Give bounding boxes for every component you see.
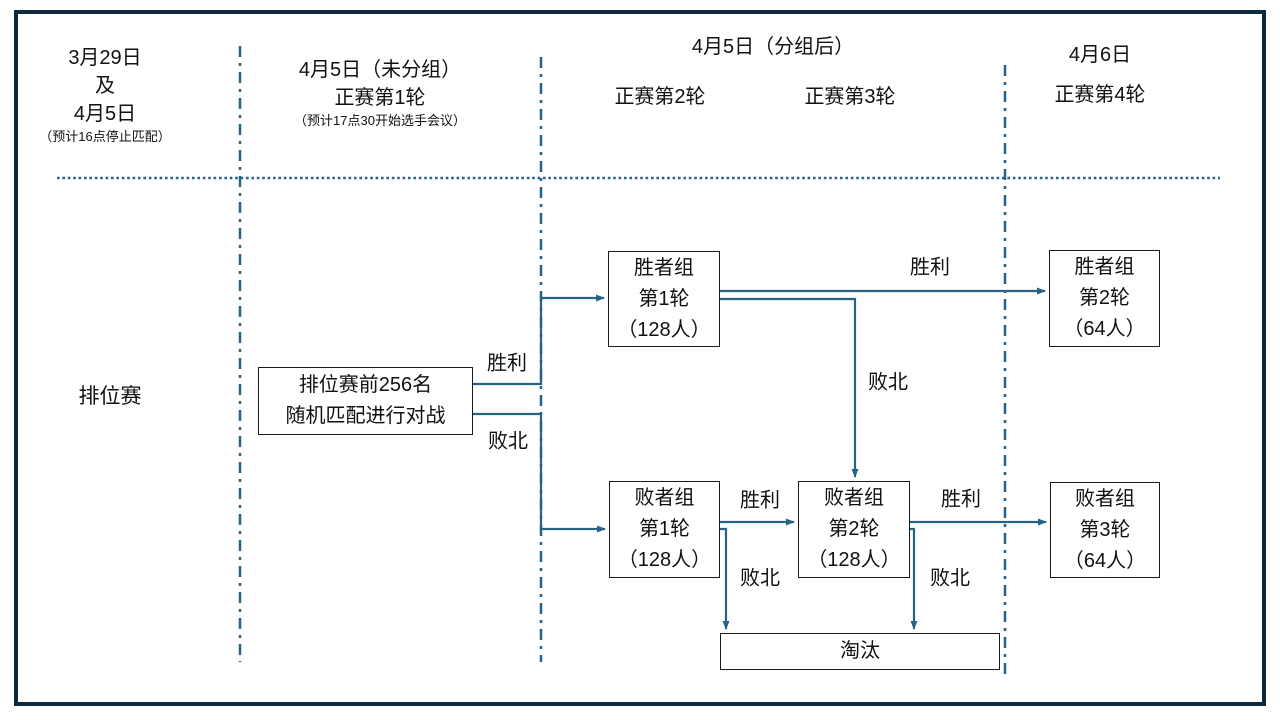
edge-label-lose-main: 败北 (486, 424, 530, 454)
edge-label-win-w1: 胜利 (908, 250, 952, 280)
edge-qualifier-win-to-winner-r1 (473, 294, 605, 386)
edge-qualifier-lose-to-loser-r1 (473, 412, 606, 533)
box-loser-round1: 败者组 第1轮 （128人） (609, 481, 720, 578)
header-line: 4月5日（未分组） (298, 59, 462, 81)
box-line: 排位赛前256名 (298, 374, 433, 396)
header-line: 4月5日（分组后） (691, 36, 855, 58)
header-line: 正赛第4轮 (1054, 84, 1146, 106)
box-winner-round1: 胜者组 第1轮 （128人） (608, 251, 720, 347)
box-line: 败者组 (824, 487, 884, 509)
box-line: （128人） (617, 549, 712, 571)
box-line: 败者组 (634, 487, 695, 509)
box-line: 第1轮 (638, 518, 691, 540)
box-line: 第2轮 (828, 518, 880, 540)
edge-label-lose-l2: 败北 (928, 561, 972, 591)
edge-label-win-l2: 胜利 (939, 482, 983, 512)
box-line: （128人） (807, 549, 901, 571)
box-line: 败者组 (1075, 488, 1135, 510)
box-line: 淘汰 (840, 640, 880, 662)
header-note: （预计17点30开始选手会议） (294, 113, 466, 128)
box-line: 第2轮 (1078, 287, 1131, 309)
edge-label-lose-w1: 败北 (866, 365, 910, 395)
header-round1: 4月5日（未分组） 正赛第1轮 （预计17点30开始选手会议） (255, 56, 505, 130)
box-line: （128人） (617, 319, 711, 341)
header-line: 正赛第1轮 (334, 87, 426, 109)
edge-winner-r1-lose-to-loser-r2 (720, 297, 859, 478)
box-line: （64人） (1063, 550, 1147, 572)
edge-label-lose-l1: 败北 (738, 561, 782, 591)
header-ranking-dates: 3月29日 及 4月5日 （预计16点停止匹配） (20, 44, 190, 146)
header-round4: 4月6日 正赛第4轮 (1020, 41, 1180, 109)
edge-label-win-l1: 胜利 (738, 483, 782, 513)
row-label-ranking: 排位赛 (78, 385, 142, 408)
edge-loser-r2-lose-to-eliminated (910, 527, 918, 630)
box-line: 第1轮 (638, 288, 690, 310)
header-line: 4月5日 (73, 103, 137, 125)
outer-frame (14, 10, 1266, 706)
box-eliminated: 淘汰 (720, 633, 1000, 670)
box-line: （64人） (1063, 318, 1146, 340)
header-line: 及 (95, 75, 115, 97)
box-loser-round2: 败者组 第2轮 （128人） (798, 481, 910, 578)
box-line: 随机匹配进行对战 (285, 405, 446, 427)
header-round2-label: 正赛第2轮 (614, 86, 706, 108)
box-line: 胜者组 (634, 257, 694, 279)
box-loser-round3: 败者组 第3轮 （64人） (1050, 482, 1160, 578)
box-line: 胜者组 (1074, 256, 1135, 278)
header-line: 3月29日 (68, 47, 142, 69)
box-qualifier-match: 排位赛前256名 随机匹配进行对战 (258, 367, 473, 435)
header-grouped-rounds: 4月5日（分组后） 正赛第2轮 正赛第3轮 (541, 33, 1005, 111)
edge-loser-r1-lose-to-eliminated (720, 527, 730, 630)
edge-label-win-main: 胜利 (485, 346, 529, 376)
header-line: 4月6日 (1068, 44, 1132, 66)
header-note: （预计16点停止匹配） (39, 129, 171, 144)
box-winner-round2: 胜者组 第2轮 （64人） (1049, 250, 1160, 347)
header-round3-label: 正赛第3轮 (804, 86, 896, 108)
box-line: 第3轮 (1079, 519, 1131, 541)
